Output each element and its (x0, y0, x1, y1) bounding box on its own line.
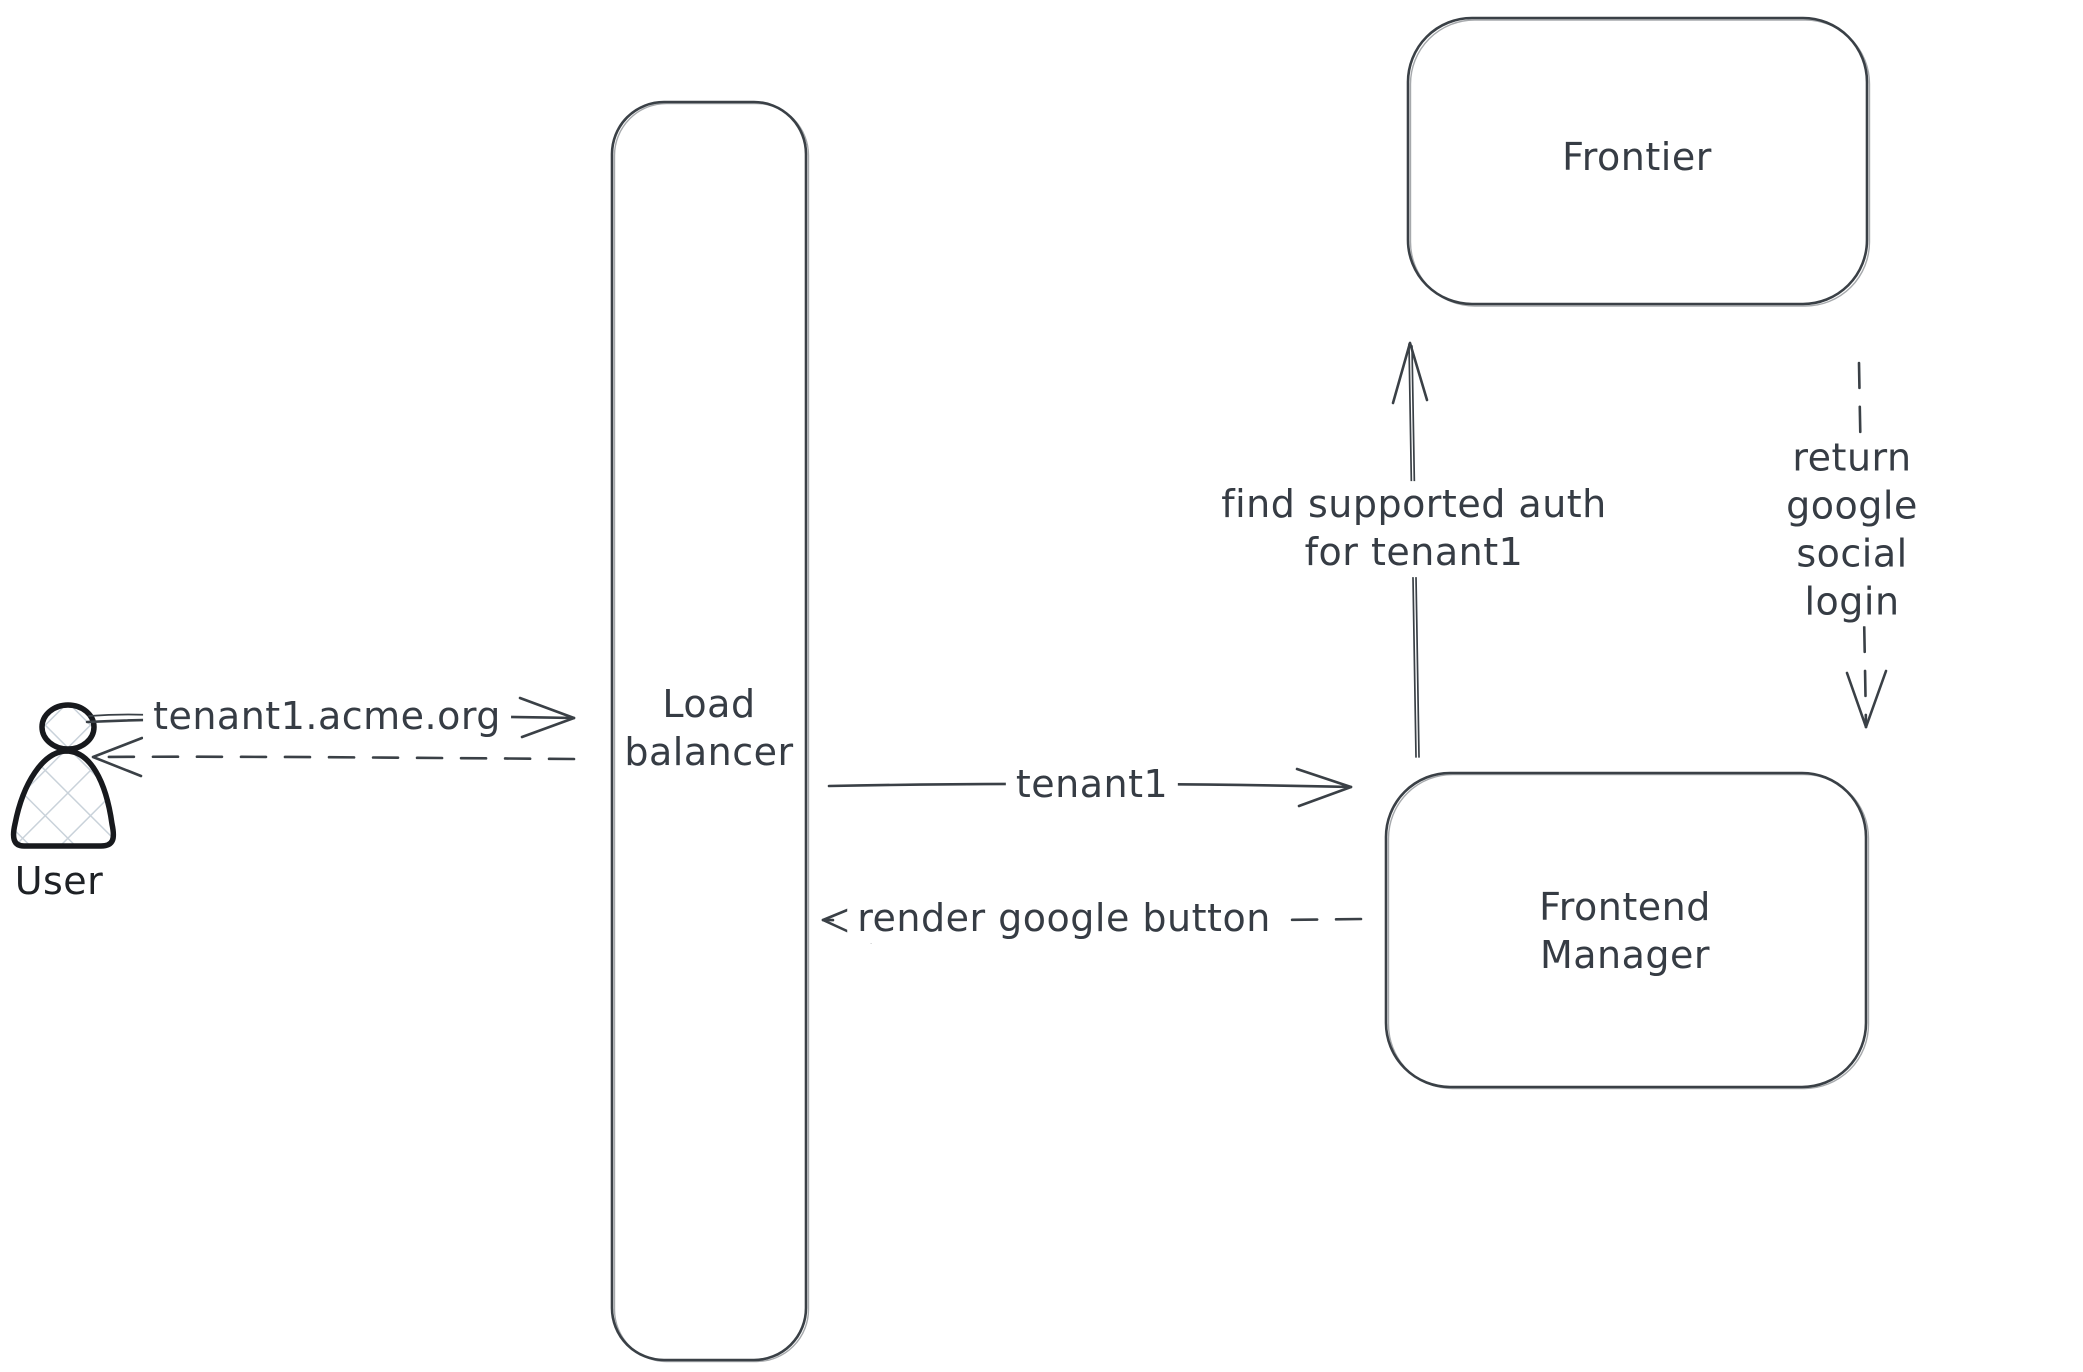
user-response-arrow (91, 736, 576, 778)
load-balancer-box (610, 100, 810, 1363)
find-supported-auth-arrow-label: find supported auth for tenant1 (1211, 481, 1617, 577)
frontend-manager-label: Frontend Manager (1539, 885, 1711, 977)
frontier-box (1406, 16, 1871, 307)
tenant-route-arrow-label: tenant1 (1005, 761, 1179, 809)
frontend-manager-box (1384, 771, 1870, 1090)
user-label: User (14, 859, 104, 904)
user-request-arrow-label: tenant1.acme.org (143, 693, 511, 741)
person-icon (10, 702, 117, 849)
render-google-button-arrow-label: render google button (847, 895, 1281, 943)
load-balancer-label: Load balancer (624, 682, 794, 774)
return-google-social-login-arrow-label: return google social login (1736, 434, 1968, 626)
frontier-label: Frontier (1562, 135, 1712, 180)
